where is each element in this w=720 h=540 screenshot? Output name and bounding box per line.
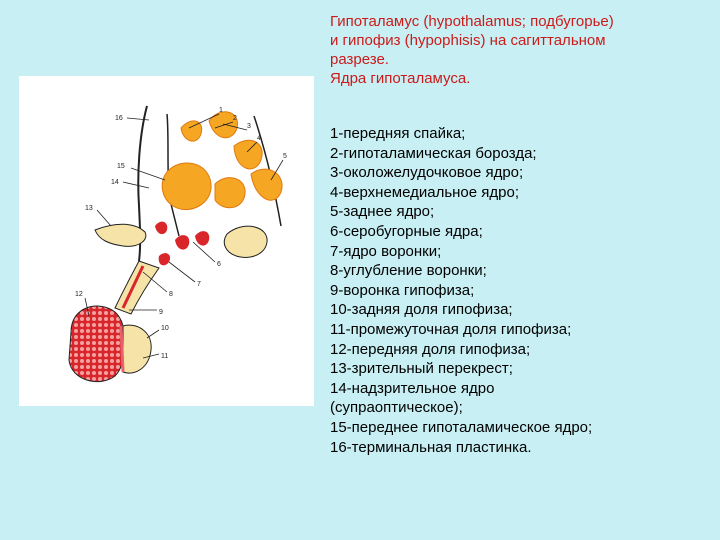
paraventricular-nucleus (208, 111, 238, 139)
diagram-label: 9 (159, 309, 163, 316)
leader-lines (84, 113, 284, 359)
diagram-label: 14 (111, 179, 119, 186)
posterior-nucleus (250, 168, 283, 201)
legend-item: 13-зрительный перекрест; (330, 360, 513, 378)
slide-title: Гипоталамус (hypothalamus; подбугорье) и… (330, 12, 710, 88)
anterior-hypothalamic-nucleus (161, 162, 212, 211)
title-line: разрезе. (330, 51, 389, 68)
legend-item: 2-гипоталамическая борозда; (330, 144, 537, 162)
diagram-label: 7 (197, 281, 201, 288)
legend-item: 10-задняя доля гипофиза; (330, 301, 513, 319)
mammillary-body (223, 225, 268, 258)
legend-item: 9-воронка гипофиза; (330, 281, 475, 299)
legend-item: 11-промежуточная доля гипофиза; (330, 320, 572, 338)
diagram-label: 1 (219, 107, 223, 114)
diagram-label: 6 (217, 261, 221, 268)
legend-item: 1-передняя спайка; (330, 125, 466, 142)
diagram-label: 12 (75, 291, 83, 298)
intermediate-pituitary-lobe (119, 325, 125, 373)
diagram-label: 8 (169, 291, 173, 298)
diagram-label: 13 (85, 205, 93, 212)
legend-item: 5-заднее ядро; (330, 203, 435, 221)
legend-item: 4-верхнемедиальное ядро; (330, 183, 520, 201)
dorsomedial-nucleus (233, 139, 263, 170)
diagram-label: 2 (233, 115, 237, 122)
diagram-label: 11 (161, 353, 168, 360)
infundibular-recess (121, 265, 145, 309)
legend-item: 7-ядро воронки; (330, 242, 442, 260)
legend-item: 3-околожелудочковое ядро; (330, 164, 524, 182)
legend-item: 15-переднее гипоталамическое ядро; (330, 418, 593, 436)
legend-item: 12-передняя доля гипофиза; (330, 340, 531, 358)
diagram-label: 4 (257, 135, 261, 142)
tuberal-nucleus (175, 235, 190, 250)
legend-item: (супраоптическое); (330, 399, 463, 417)
title-line: Гипоталамус (hypothalamus; подбугорье) (330, 13, 614, 30)
pituitary-stalk (114, 260, 160, 315)
tuberal-nucleus (195, 231, 210, 246)
diagram-label: 16 (115, 115, 123, 122)
diagram-label: 3 (247, 123, 251, 130)
legend-item: 6-серобугорные ядра; (330, 222, 483, 240)
posterior-pituitary-lobe (122, 324, 152, 374)
legend-list: 1-передняя спайка; 2-гипоталамическая бо… (330, 124, 715, 457)
anterior-pituitary-lobe (68, 305, 126, 383)
title-line: Ядра гипоталамуса. (330, 70, 471, 87)
anterior-commissure (180, 120, 203, 142)
legend-item: 8-углубление воронки; (330, 262, 487, 280)
infundibular-nucleus (158, 253, 171, 266)
diagram-label: 5 (283, 153, 287, 160)
supraoptic-nucleus (214, 177, 246, 209)
tuberal-nucleus (155, 221, 168, 235)
optic-chiasm (94, 223, 147, 247)
diagram-svg: 16 1 2 3 4 5 15 14 13 6 7 8 9 12 10 11 (68, 105, 287, 383)
posterior-outline (253, 115, 282, 227)
diagram-label: 10 (161, 325, 169, 332)
hypothalamus-diagram: 16 1 2 3 4 5 15 14 13 6 7 8 9 12 10 11 (19, 76, 314, 406)
legend-item: 14-надзрительное ядро (330, 379, 495, 397)
diagram-label: 15 (117, 163, 125, 170)
legend-item: 16-терминальная пластинка. (330, 438, 532, 456)
title-line: и гипофиз (hypophisis) на сагиттальном (330, 32, 606, 49)
